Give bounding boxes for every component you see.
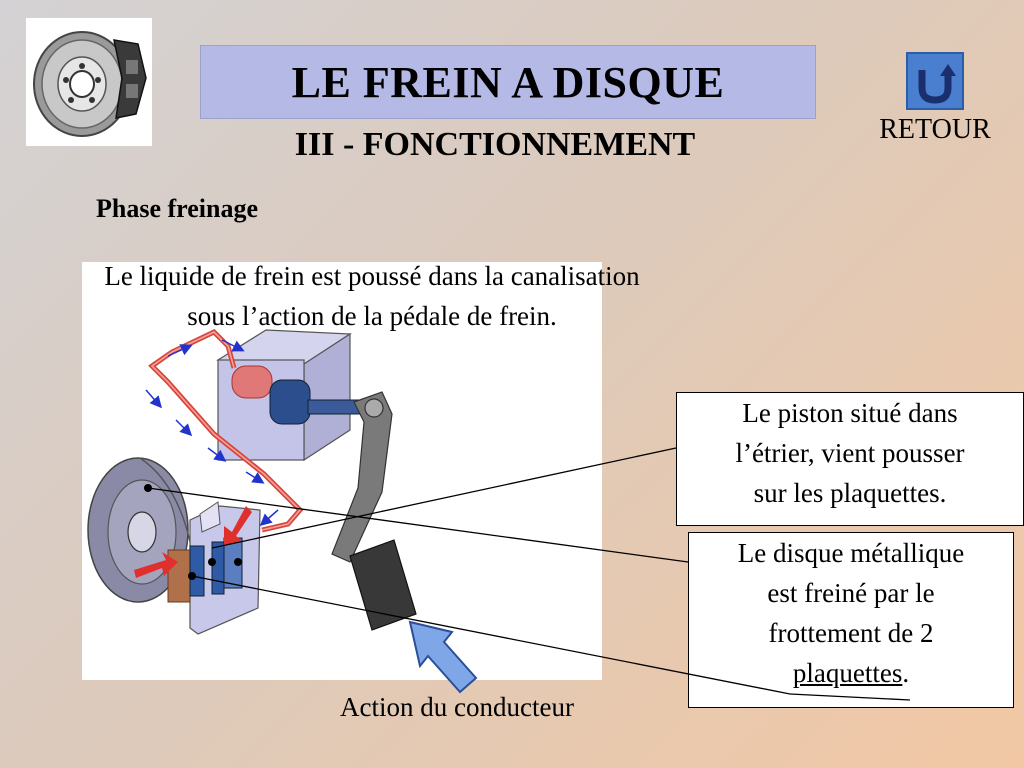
driver-action-label: Action du conducteur bbox=[340, 692, 574, 722]
intro-line-1: Le liquide de frein est poussé dans la c… bbox=[104, 261, 640, 291]
callout-disc-line-3: frottement de 2 bbox=[768, 618, 934, 648]
callout-piston-line-1: Le piston situé dans bbox=[742, 398, 958, 428]
page-subtitle: III - FONCTIONNEMENT bbox=[294, 126, 696, 163]
callout-piston-line-2: l’étrier, vient pousser bbox=[735, 438, 965, 468]
page-title: LE FREIN A DISQUE bbox=[291, 57, 725, 107]
u-turn-return-icon bbox=[906, 52, 964, 110]
intro-text: Le liquide de frein est poussé dans la c… bbox=[22, 256, 722, 336]
callout-disc-underlined-word: plaquettes bbox=[792, 658, 903, 688]
callout-disc-line-4-end: . bbox=[902, 658, 910, 688]
intro-line-2: sous l’action de la pédale de frein. bbox=[187, 301, 557, 331]
callout-disc-line-2: est freiné par le bbox=[767, 578, 935, 608]
callout-piston-line-3: sur les plaquettes. bbox=[753, 478, 947, 508]
return-button[interactable] bbox=[906, 52, 964, 110]
callout-piston: Le piston situé dans l’étrier, vient pou… bbox=[676, 392, 1024, 526]
title-banner: LE FREIN A DISQUE bbox=[200, 45, 816, 119]
brake-disc-logo-icon bbox=[26, 18, 152, 146]
phase-heading: Phase freinage bbox=[96, 194, 258, 223]
callout-disc: Le disque métallique est freiné par le f… bbox=[688, 532, 1014, 708]
callout-disc-line-1: Le disque métallique bbox=[737, 538, 965, 568]
callout-disc-line-4: plaquettes. bbox=[689, 653, 1013, 693]
return-label[interactable]: RETOUR bbox=[879, 114, 991, 145]
